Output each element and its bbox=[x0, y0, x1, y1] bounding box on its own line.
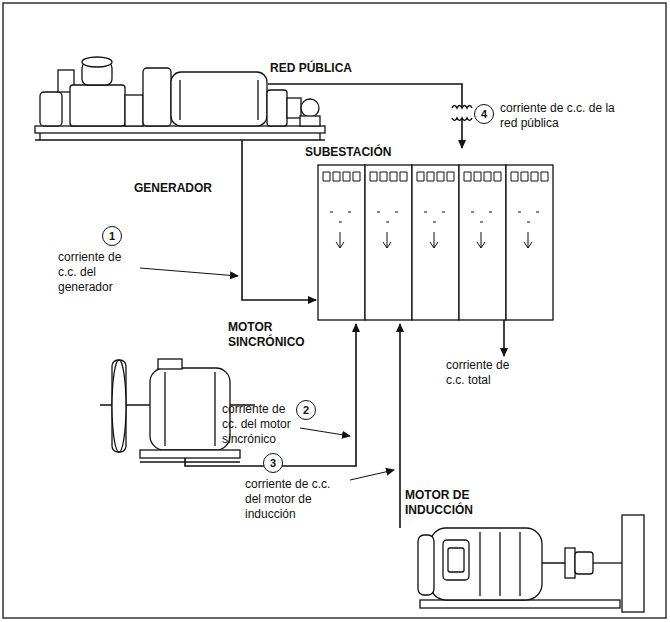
current-note: corriente de c.c. de la red pública bbox=[500, 101, 615, 131]
callout-number: 4 bbox=[481, 108, 487, 120]
current-note: corriente de c.c. del motor de inducción bbox=[245, 477, 347, 522]
network-label: RED PÚBLICA bbox=[270, 61, 390, 76]
callout-circle: 3 bbox=[263, 453, 283, 473]
current-note: corriente de c.c. total bbox=[446, 358, 524, 388]
part-name: MOTOR DE INDUCCIÓN bbox=[405, 488, 489, 518]
part-name: MOTOR SINCRÓNICO bbox=[228, 320, 328, 350]
output-wires bbox=[503, 320, 505, 356]
induction-motor-wire bbox=[350, 324, 400, 528]
frame bbox=[3, 3, 666, 618]
callout-number: 2 bbox=[303, 404, 309, 416]
induction-motor bbox=[418, 515, 644, 612]
generator-wire bbox=[140, 140, 316, 300]
substation-panels bbox=[318, 165, 553, 320]
callout-number: 3 bbox=[270, 457, 276, 469]
callout-circle: 2 bbox=[296, 400, 316, 420]
part-name: GENERADOR bbox=[134, 181, 254, 196]
current-note: corriente de cc. del motor sincrónico bbox=[222, 402, 304, 447]
part-name: SUBESTACIÓN bbox=[305, 145, 435, 160]
current-note: corriente de c.c. del generador bbox=[58, 250, 140, 295]
callout-circle: 1 bbox=[102, 226, 122, 246]
callout-circle: 4 bbox=[474, 104, 494, 124]
callout-number: 1 bbox=[109, 230, 115, 242]
public-grid-line bbox=[268, 84, 472, 148]
